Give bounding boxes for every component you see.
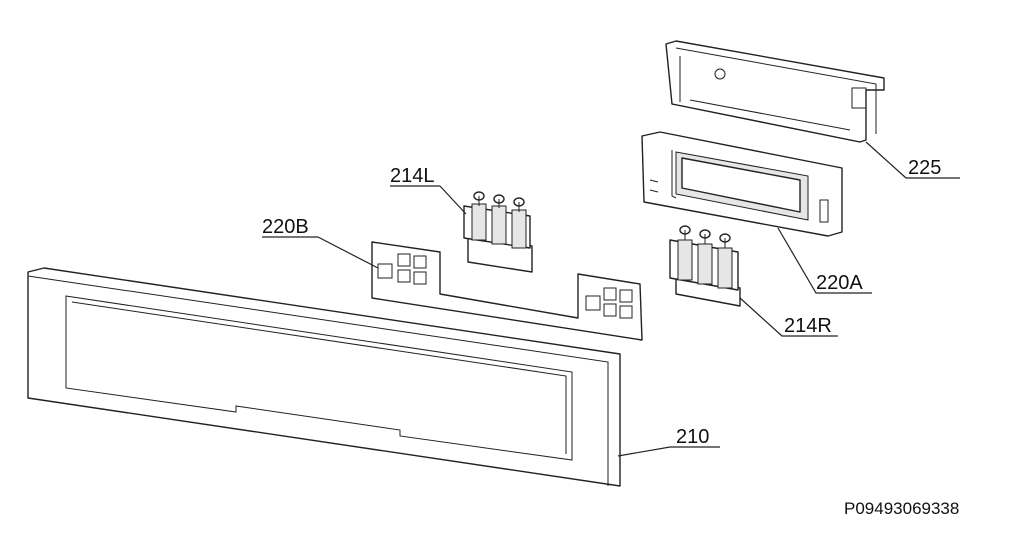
label-220a: 220A <box>816 272 863 294</box>
label-214l: 214L <box>390 165 435 187</box>
drawing-code: P09493069338 <box>844 499 959 518</box>
part-214r-button-module <box>669 225 741 307</box>
label-220b: 220B <box>262 216 309 238</box>
part-210-front-panel <box>27 267 621 487</box>
label-210: 210 <box>676 426 709 448</box>
part-220a-board <box>641 131 843 237</box>
label-214r: 214R <box>784 315 832 337</box>
leader-lines <box>262 141 960 457</box>
label-225: 225 <box>908 157 941 179</box>
part-220b-sensor-strip <box>371 241 643 341</box>
part-225-cover <box>665 40 885 143</box>
part-214l-button-module <box>463 191 533 273</box>
